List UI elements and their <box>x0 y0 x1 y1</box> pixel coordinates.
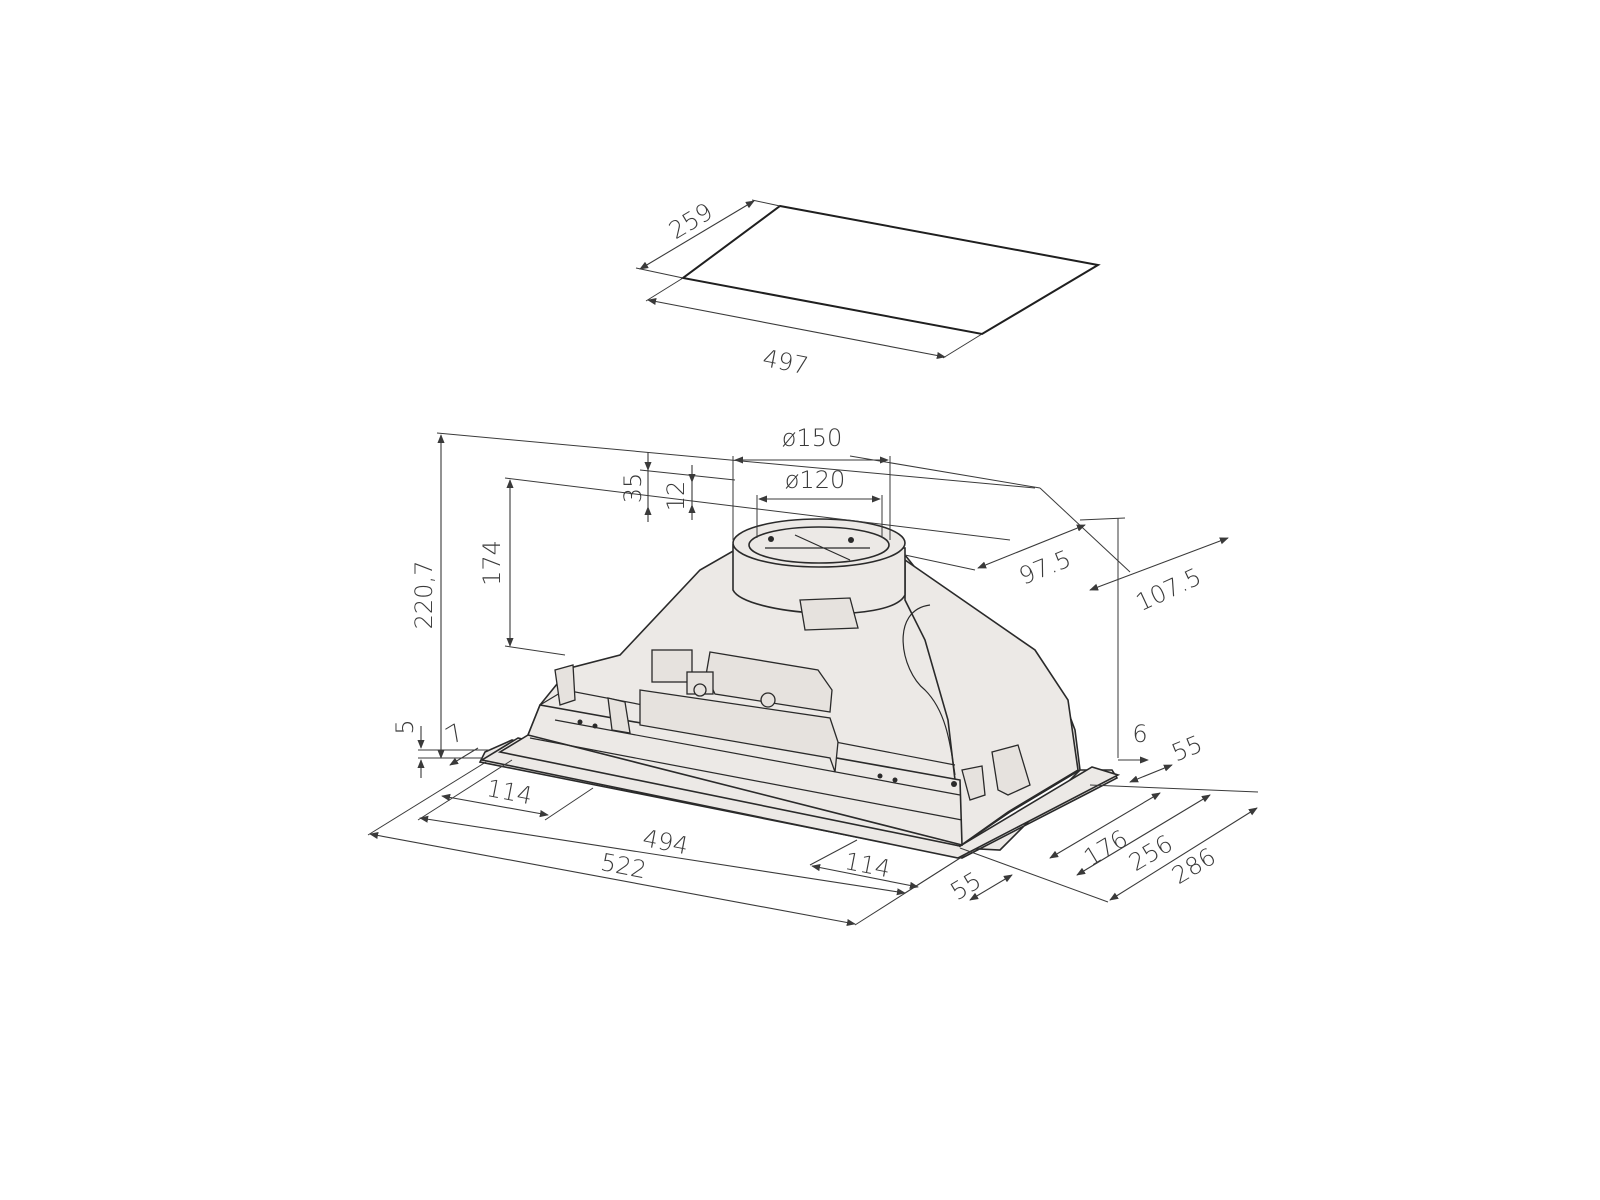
ext-line <box>436 432 1036 489</box>
dim-flange-thickness: 5 <box>391 719 419 734</box>
connector-block <box>651 649 693 683</box>
dim-line-outlet-offset-outer <box>1089 537 1229 591</box>
dim-line-front-inset <box>969 874 1013 901</box>
knob <box>693 683 707 697</box>
dim-line-cutout-depth <box>639 200 755 270</box>
ext-line <box>849 455 1041 489</box>
dim-side-gap: 6 <box>1132 720 1147 748</box>
dim-outlet-inner: ø120 <box>785 466 846 494</box>
dim-body-height: 174 <box>478 540 506 586</box>
motor-box <box>639 689 839 773</box>
body-front-face <box>526 704 963 847</box>
dim-rear-inset: 55 <box>1168 730 1207 767</box>
ext-line <box>504 645 566 656</box>
cutout-outline <box>680 204 1101 336</box>
dim-line-front-left-inset <box>441 793 549 818</box>
dim-total-height: 220,7 <box>410 561 438 630</box>
dim-body-depth-inner: 176 <box>1079 824 1133 872</box>
ext-line <box>367 761 487 836</box>
dim-line-flange-offset <box>449 747 479 766</box>
ext-line <box>959 847 1109 903</box>
left-bracket <box>607 697 631 734</box>
damper-pin <box>848 537 854 543</box>
dim-flange-offset: 7 <box>441 718 469 750</box>
dim-line-flange-depth <box>1109 807 1258 901</box>
screw <box>577 719 583 725</box>
dim-cutout-width: 497 <box>760 344 810 380</box>
screw <box>951 781 957 787</box>
ext-line <box>751 199 781 207</box>
damper-pin <box>768 536 774 542</box>
ext-line <box>544 787 594 821</box>
hood-body <box>478 518 1121 859</box>
dim-collar-inner: 12 <box>662 481 690 512</box>
dim-outlet-offset-inner: 97.5 <box>1015 545 1075 591</box>
right-clip <box>961 765 986 801</box>
dim-body-width: 494 <box>640 824 690 860</box>
screw <box>877 773 883 779</box>
dim-line-cutout-width <box>647 297 946 360</box>
left-bracket <box>554 664 576 706</box>
dim-cutout-depth: 259 <box>664 197 718 245</box>
cutout-template: 259 497 <box>635 197 1101 380</box>
body-edge <box>554 719 961 796</box>
ext-line <box>504 477 1011 541</box>
ext-line <box>417 759 513 821</box>
dim-collar-height: 35 <box>619 473 647 504</box>
knob <box>760 692 776 708</box>
screw <box>592 723 598 729</box>
dim-line-flange-width <box>369 831 856 927</box>
ext-line <box>1089 784 1259 793</box>
dim-line-rear-inset <box>1129 764 1173 783</box>
dim-front-inset: 55 <box>946 866 987 906</box>
outlet-tab <box>799 597 859 631</box>
right-clip <box>991 744 1031 796</box>
outlet-damper <box>765 534 870 561</box>
screw <box>892 777 898 783</box>
ext-line <box>645 277 684 302</box>
ext-line <box>809 839 858 866</box>
dim-outlet-outer: ø150 <box>782 424 843 452</box>
ext-line <box>942 333 983 359</box>
body-side-wall <box>904 558 1079 848</box>
ext-line <box>635 267 684 279</box>
ext-line <box>904 554 976 571</box>
body-curve <box>902 604 956 776</box>
dim-flange-width: 522 <box>598 848 648 884</box>
body-edge <box>529 737 963 821</box>
dim-line-outlet-offset-inner <box>977 524 1086 569</box>
ext-line <box>639 469 736 481</box>
dim-line-front-right-inset <box>811 864 919 889</box>
outlet-inner <box>748 526 890 564</box>
dim-front-right-inset: 114 <box>842 847 892 883</box>
